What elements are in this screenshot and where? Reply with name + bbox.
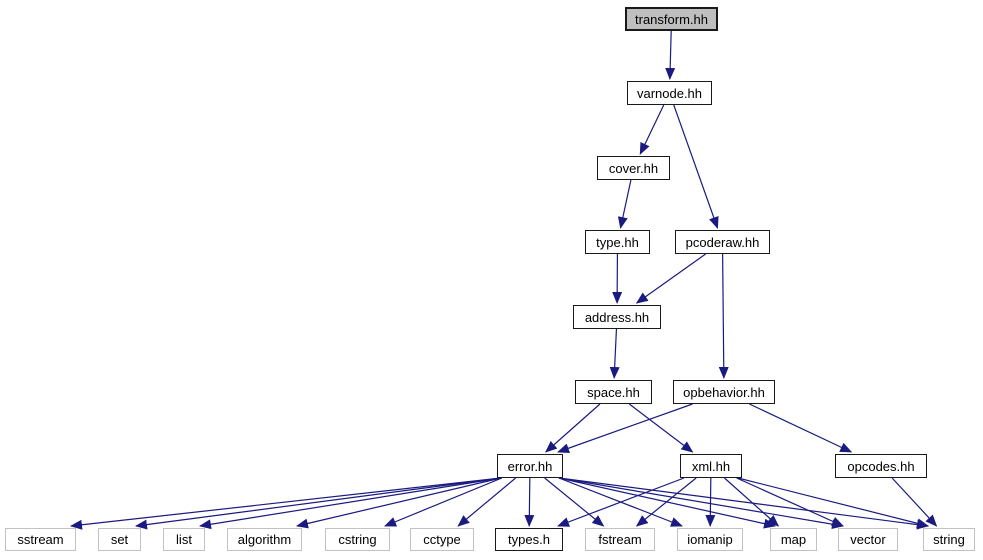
edge-error-list [199, 477, 502, 530]
graph-node-cctype: cctype [410, 528, 474, 551]
graph-node-label: cstring [338, 532, 377, 547]
graph-node-label: transform.hh [635, 11, 708, 27]
graph-node-label: fstream [598, 532, 642, 547]
edge-varnode-cover [639, 104, 665, 155]
graph-node-string: string [923, 528, 975, 551]
graph-node-label: error.hh [507, 458, 553, 474]
edge-error-vector [558, 477, 844, 530]
graph-node-algorithm: algorithm [227, 528, 302, 551]
graph-node-address[interactable]: address.hh [573, 305, 661, 329]
edge-xml-types_h [557, 477, 685, 527]
graph-node-opbehavior[interactable]: opbehavior.hh [673, 380, 775, 404]
edge-error-cctype [457, 477, 517, 527]
edge-transform-varnode [665, 30, 676, 80]
graph-node-label: opbehavior.hh [683, 384, 765, 400]
graph-node-cstring: cstring [325, 528, 390, 551]
graph-node-label: string [933, 532, 965, 547]
graph-node-types_h[interactable]: types.h [495, 528, 563, 551]
edge-cover-type [617, 179, 632, 229]
graph-node-cover[interactable]: cover.hh [597, 156, 670, 180]
edge-xml-string [737, 477, 929, 529]
graph-node-label: space.hh [587, 384, 640, 400]
edge-xml-iomanip [705, 477, 716, 527]
edge-error-cstring [384, 477, 503, 527]
graph-node-label: set [110, 532, 129, 547]
graph-node-label: list [176, 532, 192, 547]
graph-node-label: types.h [508, 532, 550, 547]
edge-error-sstream [70, 477, 502, 530]
graph-node-fstream: fstream [585, 528, 655, 551]
graph-node-label: varnode.hh [636, 85, 703, 101]
edge-space-xml [628, 403, 694, 453]
graph-node-opcodes[interactable]: opcodes.hh [835, 454, 927, 478]
graph-node-label: iomanip [687, 532, 733, 547]
edge-xml-fstream [635, 477, 697, 527]
graph-node-label: cctype [423, 532, 461, 547]
graph-node-varnode[interactable]: varnode.hh [627, 81, 712, 105]
graph-node-label: sstream [17, 532, 64, 547]
graph-node-space[interactable]: space.hh [575, 380, 652, 404]
edge-opbehavior-opcodes [749, 403, 853, 453]
edge-xml-vector [736, 477, 844, 527]
edge-varnode-pcoderaw [673, 104, 719, 229]
graph-node-iomanip: iomanip [677, 528, 743, 551]
graph-node-xml[interactable]: xml.hh [680, 454, 742, 478]
edge-error-string [558, 477, 929, 530]
edge-opbehavior-error [557, 403, 693, 454]
graph-node-set: set [98, 528, 141, 551]
graph-node-label: map [780, 532, 807, 547]
graph-node-label: opcodes.hh [847, 458, 915, 474]
graph-node-error[interactable]: error.hh [497, 454, 563, 478]
graph-node-label: address.hh [584, 309, 650, 325]
graph-node-vector: vector [838, 528, 898, 551]
edge-error-fstream [544, 477, 605, 527]
edge-address-space [609, 328, 620, 379]
edge-pcoderaw-address [635, 253, 706, 304]
graph-node-list: list [163, 528, 205, 551]
edge-pcoderaw-opbehavior [718, 253, 729, 379]
edge-xml-map [724, 477, 780, 527]
graph-node-transform: transform.hh [625, 7, 718, 31]
edge-error-algorithm [296, 477, 502, 529]
graph-node-pcoderaw[interactable]: pcoderaw.hh [675, 230, 770, 254]
edge-opcodes-string [891, 477, 938, 527]
graph-node-sstream: sstream [5, 528, 76, 551]
graph-node-label: vector [850, 532, 886, 547]
graph-node-label: type.hh [596, 234, 639, 250]
edge-error-types_h [524, 477, 535, 527]
graph-node-map: map [770, 528, 817, 551]
graph-node-label: pcoderaw.hh [685, 234, 760, 250]
graph-node-label: xml.hh [691, 458, 731, 474]
edge-error-set [135, 477, 502, 530]
graph-node-type[interactable]: type.hh [585, 230, 650, 254]
edge-space-error [545, 403, 601, 453]
graph-node-label: cover.hh [608, 160, 659, 176]
graph-node-label: algorithm [237, 532, 292, 547]
